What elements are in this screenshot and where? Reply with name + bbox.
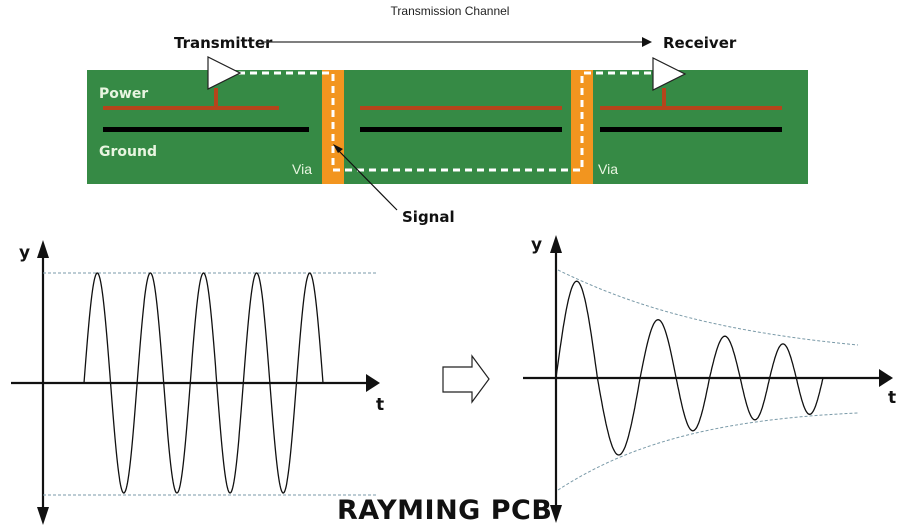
right-y-axis-down-arrow-icon: [550, 505, 562, 523]
right-y-label: y: [531, 235, 542, 255]
left-y-axis-down-arrow-icon: [37, 507, 49, 525]
transmitter-power-stub: [214, 88, 218, 108]
ground-label: Ground: [99, 144, 157, 160]
power-trace-right: [600, 106, 782, 110]
left-y-label: y: [19, 243, 30, 263]
transmitter-label: Transmitter: [174, 34, 273, 52]
ground-trace-right: [600, 127, 782, 132]
transmitter-buffer-icon: [207, 56, 242, 90]
receiver-buffer-icon: [652, 57, 687, 91]
ground-trace-left: [103, 127, 309, 132]
right-t-axis-arrow-icon: [879, 369, 893, 387]
left-t-label: t: [376, 395, 384, 415]
right-y-axis-up-arrow-icon: [550, 235, 562, 253]
signal-label: Signal: [402, 208, 455, 226]
signal-path: [238, 71, 655, 172]
right-upper-envelope: [557, 269, 859, 346]
title: Transmission Channel: [391, 4, 510, 18]
power-label: Power: [99, 86, 148, 102]
receiver-power-stub: [662, 88, 666, 108]
left-sine-wave: [83, 272, 324, 494]
watermark: RAYMING PCB: [337, 495, 552, 526]
left-y-axis-up-arrow-icon: [37, 240, 49, 258]
power-trace-middle: [360, 106, 562, 110]
right-t-label: t: [888, 388, 896, 408]
right-lower-envelope: [557, 412, 859, 491]
via-left-label: Via: [292, 161, 312, 177]
left-t-axis-arrow-icon: [366, 374, 380, 392]
receiver-label: Receiver: [663, 34, 737, 52]
left-plot: y t: [11, 240, 384, 525]
transition-arrow-icon: [442, 354, 490, 404]
right-damped-wave: [555, 280, 824, 456]
via-right-label: Via: [598, 161, 618, 177]
power-trace-left: [103, 106, 279, 110]
right-plot: y t: [523, 235, 896, 523]
channel-arrow-head-icon: [642, 37, 652, 47]
signal-pointer-head-icon: [333, 144, 343, 153]
ground-trace-middle: [360, 127, 562, 132]
signal-pointer-line: [335, 147, 398, 211]
